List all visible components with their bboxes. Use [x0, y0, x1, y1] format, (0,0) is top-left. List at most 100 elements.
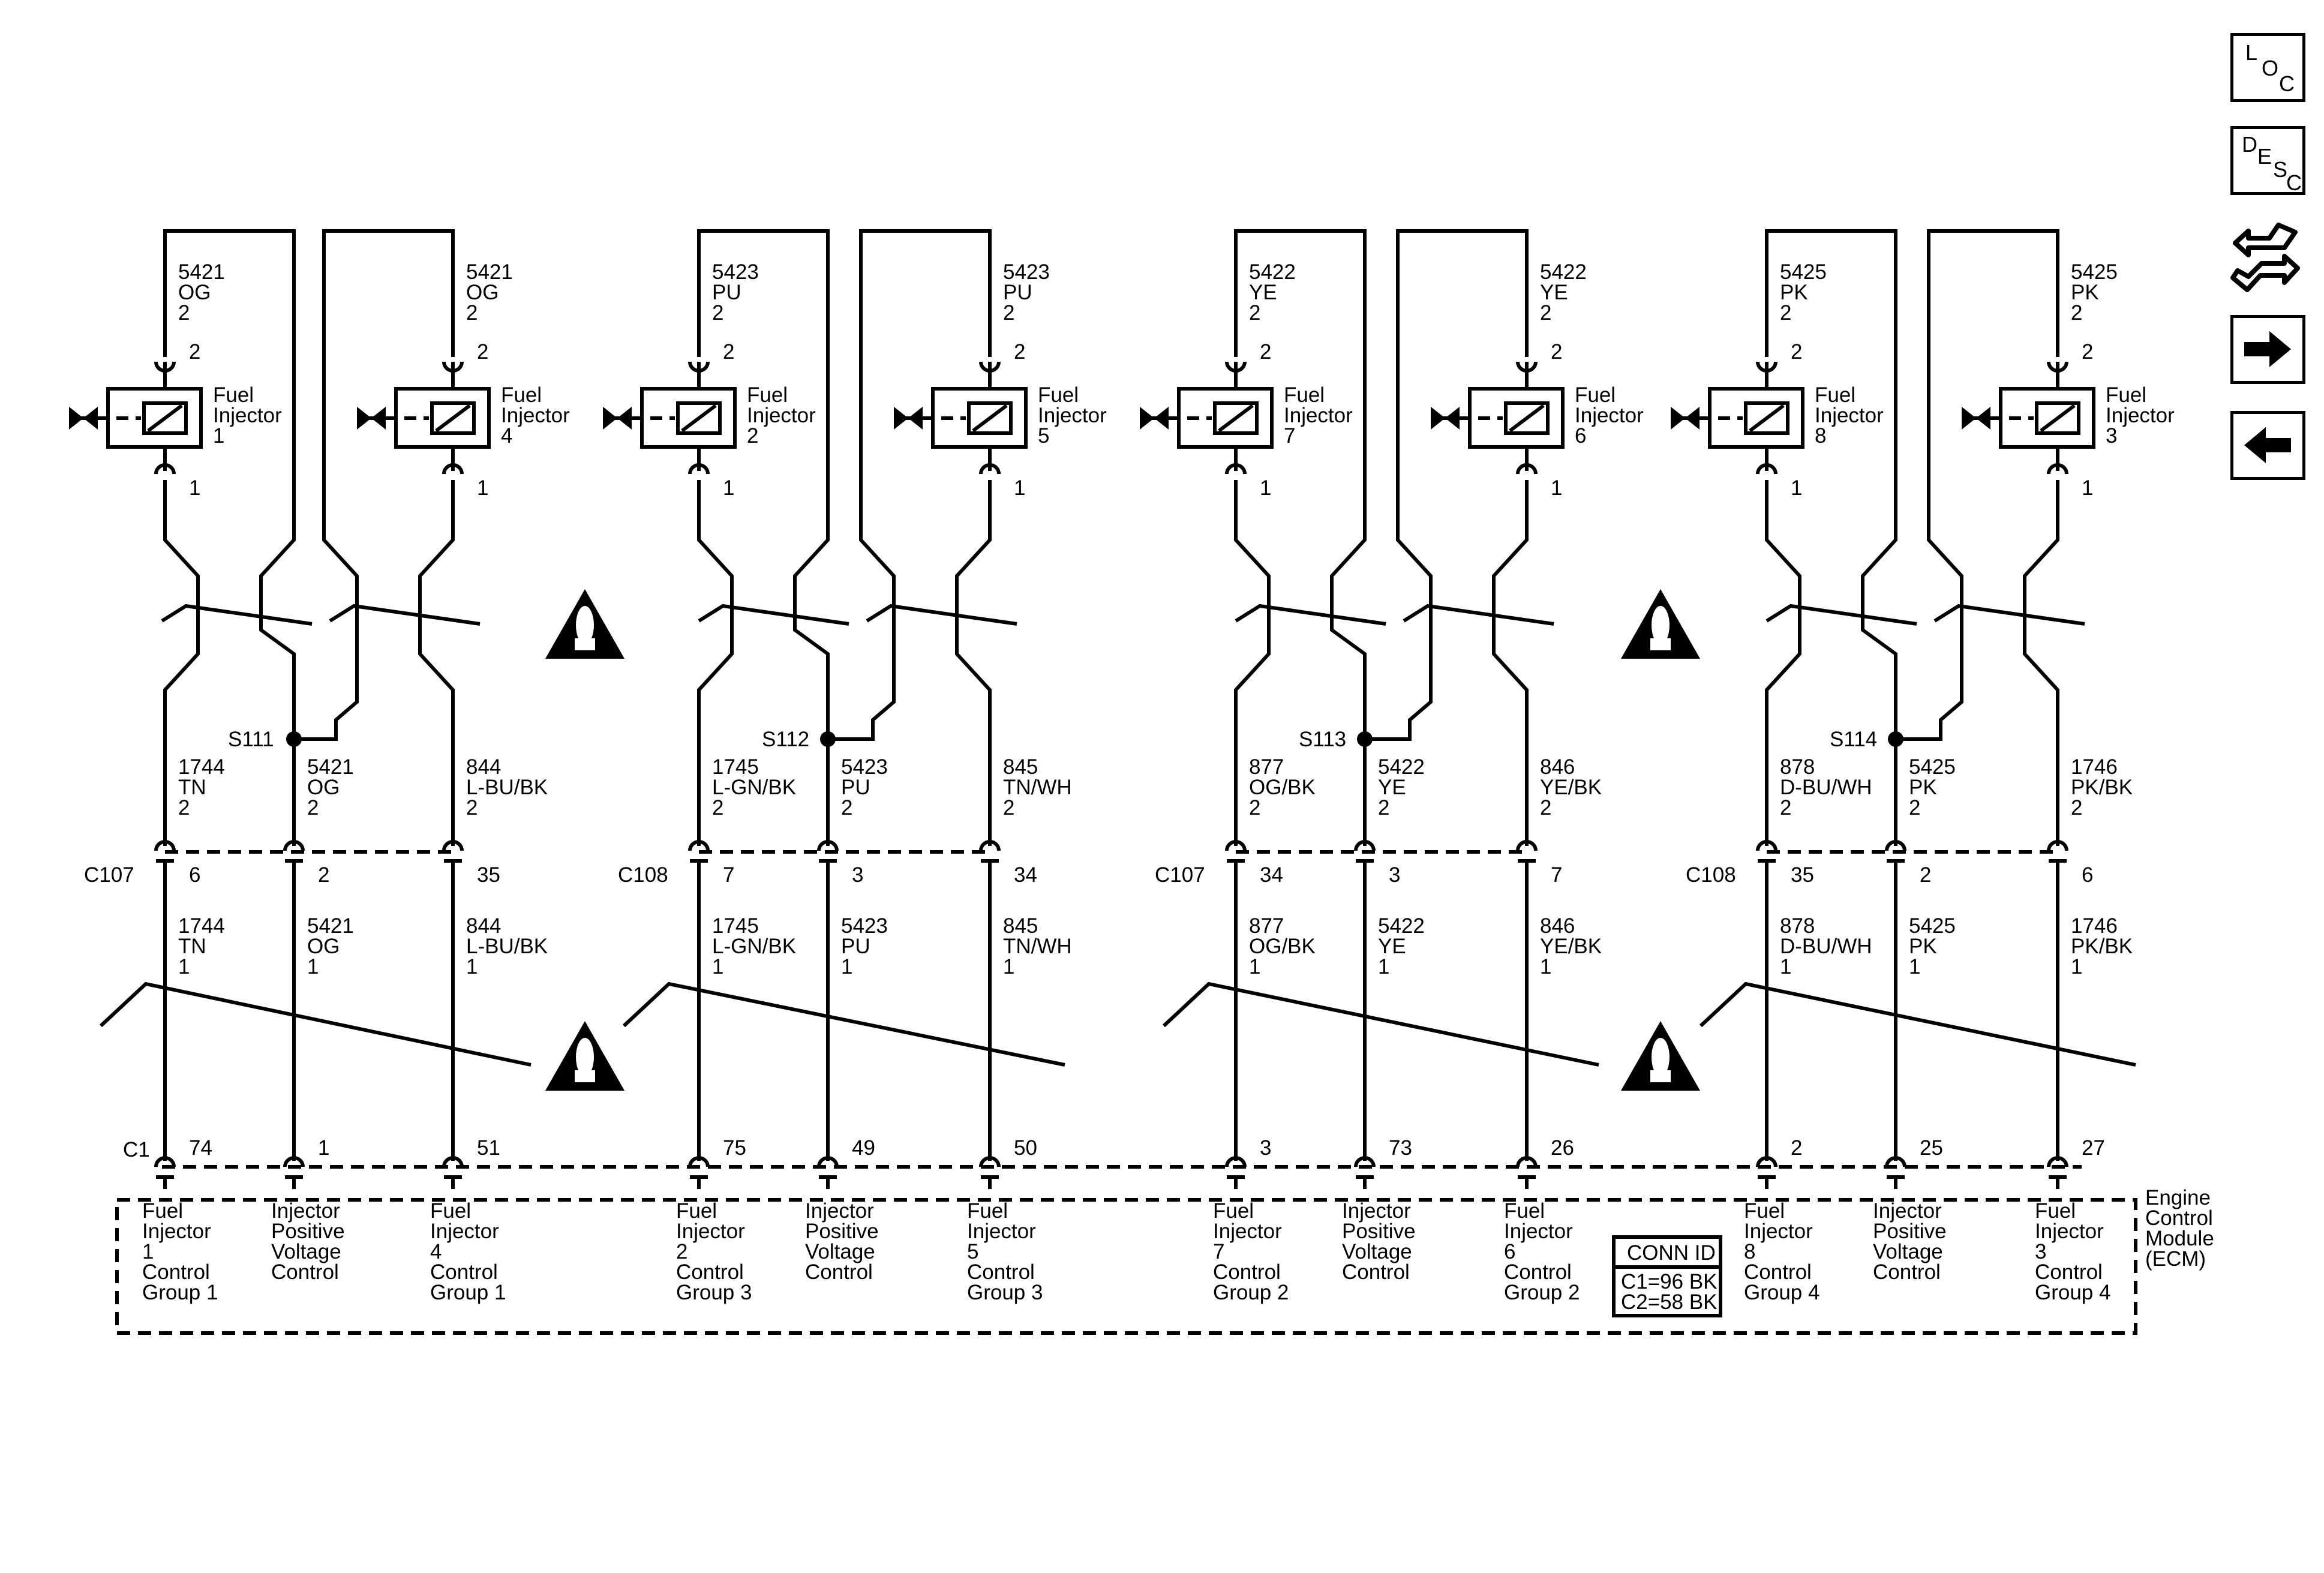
ecm-socket — [688, 1156, 710, 1167]
injector-coil-slash — [972, 404, 1008, 433]
ecm-pin: 1 — [318, 1136, 329, 1160]
control-wire-a — [697, 480, 734, 846]
injector-valve-icon — [357, 407, 386, 430]
feed-color: YE — [1249, 281, 1277, 304]
splice-label: S114 — [1830, 728, 1877, 751]
ecm-function-label-4: Group 3 — [967, 1281, 1043, 1304]
twist-marker-right — [1403, 604, 1554, 626]
shield-line — [622, 981, 1065, 1067]
desc-button[interactable]: D E S C — [2230, 126, 2305, 195]
ecm-function-label-3: Control — [142, 1260, 210, 1284]
lower-color: L-BU/BK — [466, 935, 548, 958]
injector-label-fuel: Fuel — [501, 383, 542, 407]
next-page-button[interactable] — [2230, 315, 2305, 384]
upper-socket — [1225, 840, 1247, 851]
ecm-function-label-0: Fuel — [676, 1199, 717, 1223]
feed-pin: 2 — [1003, 301, 1014, 325]
harness-connector-label: C107 — [1155, 863, 1205, 887]
wire-845: 845TN/WH234845TN/WH150FuelInjector5Contr… — [967, 755, 1072, 1304]
feed-wire-right — [294, 510, 359, 741]
injector-pin-2: 2 — [1791, 340, 1802, 364]
injector-coil — [967, 401, 1013, 435]
ecm-function-label-4: Group 2 — [1504, 1281, 1580, 1304]
upper-pin: 2 — [1909, 796, 1920, 819]
upper-color: L-GN/BK — [712, 776, 796, 799]
injector-coil — [676, 401, 722, 435]
lower-circuit: 5423 — [841, 914, 888, 938]
feed-wire-left — [1861, 510, 1897, 739]
upper-socket — [1354, 840, 1376, 851]
lower-color: YE — [1378, 935, 1406, 958]
diagnostic-button[interactable] — [2224, 213, 2308, 297]
ecm-function-label-3: Control — [1744, 1260, 1812, 1284]
ecm-function-label-2: Voltage — [1342, 1240, 1412, 1263]
injector-coil — [1504, 401, 1550, 435]
control-wire-a — [163, 480, 200, 846]
lower-pin: 1 — [178, 955, 190, 978]
control-wire-b — [955, 480, 992, 846]
injector-valve-icon — [894, 407, 923, 430]
lower-color: D-BU/WH — [1780, 935, 1872, 958]
lower-circuit: 5422 — [1378, 914, 1425, 938]
injector-feed-wire — [322, 229, 455, 510]
previous-page-button[interactable] — [2230, 411, 2305, 480]
injector-label-injector: Injector — [1815, 404, 1884, 427]
ecm-socket — [154, 1156, 176, 1167]
lower-color: OG — [307, 935, 340, 958]
ecm-function-label-2: Voltage — [805, 1240, 875, 1263]
feed-wire-left — [259, 510, 296, 739]
injector-pin-1: 1 — [189, 476, 200, 500]
wire-1744: 1744TN261744TN174FuelInjector1ControlGro… — [142, 755, 225, 1304]
lower-circuit: 844 — [466, 914, 501, 938]
upper-pin: 2 — [307, 796, 319, 819]
connector-pin: 6 — [189, 863, 200, 887]
lower-pin: 1 — [466, 955, 478, 978]
injector-coil-slash — [1509, 404, 1545, 433]
injector-coil — [430, 401, 476, 435]
feed-circuit: 5425 — [2071, 260, 2118, 284]
lower-pin: 1 — [2071, 955, 2082, 978]
injector-pin-2: 2 — [477, 340, 488, 364]
lower-pin: 1 — [1909, 955, 1920, 978]
upper-socket — [442, 840, 464, 851]
injector-body — [931, 387, 1028, 449]
upper-pin: 2 — [1003, 796, 1014, 819]
ecm-function-label-0: Injector — [271, 1199, 340, 1223]
injector-pin-2: 2 — [1551, 340, 1562, 364]
feed-wire-right — [1896, 510, 1963, 741]
desc-letter-e: E — [2257, 144, 2272, 169]
wire-1746: 1746PK/BK261746PK/BK127FuelInjector3Cont… — [2035, 755, 2133, 1304]
ecm-pin: 74 — [189, 1136, 212, 1160]
injector-pin-1-socket — [1516, 463, 1538, 475]
warning-icon-4 — [1621, 1021, 1700, 1091]
upper-socket — [688, 840, 710, 851]
ecm-function-label-3: Control — [430, 1260, 498, 1284]
splice-dot — [820, 731, 836, 747]
injector-body — [1708, 387, 1804, 449]
ecm-socket — [1516, 1156, 1538, 1167]
twist-marker-right — [329, 604, 481, 626]
ecm-function-label-1: Injector — [1213, 1220, 1282, 1243]
ecm-socket — [817, 1156, 839, 1167]
feed-pin: 2 — [1540, 301, 1551, 325]
loc-button[interactable]: L O C — [2230, 33, 2305, 102]
connector-pin: 35 — [477, 863, 500, 887]
upper-circuit: 1745 — [712, 755, 759, 779]
ecm-function-label-2: 6 — [1504, 1240, 1515, 1263]
injector-label-fuel: Fuel — [213, 383, 254, 407]
twist-marker-left — [161, 604, 313, 626]
ecm-pin: 73 — [1389, 1136, 1412, 1160]
ecm-pin: 25 — [1920, 1136, 1943, 1160]
upper-socket — [979, 840, 1001, 851]
shield-line — [1162, 981, 1599, 1067]
injector-pin-1-socket — [688, 463, 710, 475]
lower-pin: 1 — [1003, 955, 1014, 978]
injector-pin-1: 1 — [1014, 476, 1025, 500]
injector-label-fuel: Fuel — [747, 383, 788, 407]
lower-color: OG/BK — [1249, 935, 1316, 958]
connector-pin: 3 — [852, 863, 863, 887]
injector-label-number: 6 — [1575, 424, 1586, 448]
ecm-label-0: Engine — [2145, 1186, 2211, 1209]
